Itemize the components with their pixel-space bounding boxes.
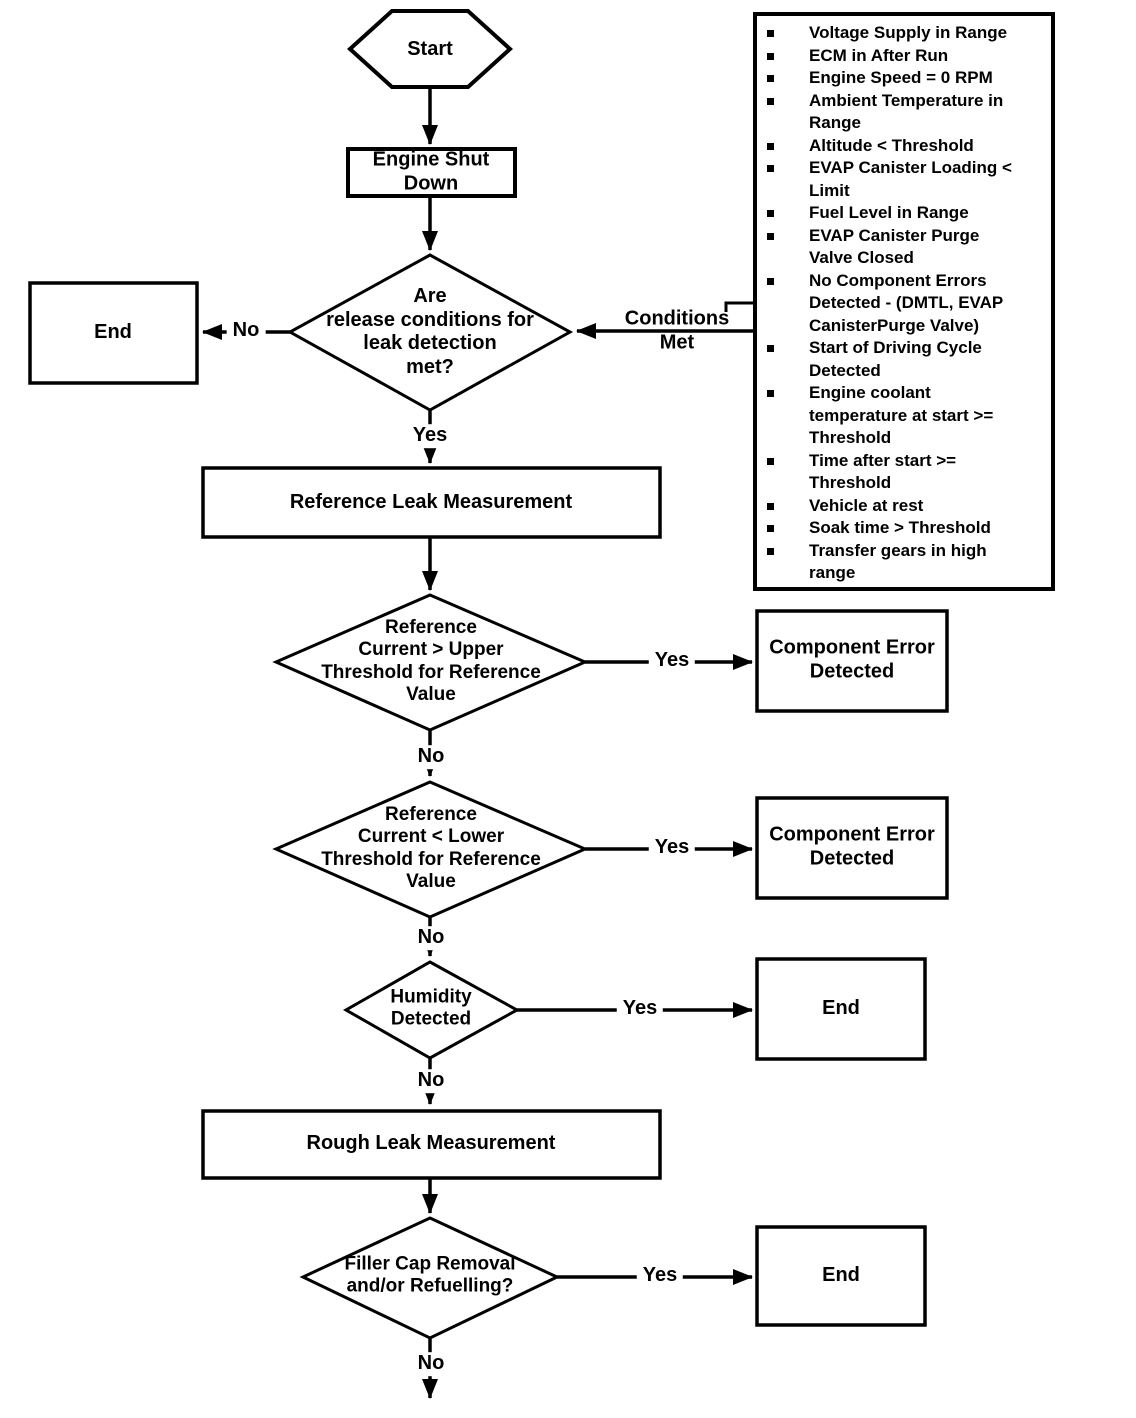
end-filler-node-shape [755, 1225, 927, 1327]
engine-shutdown-node-label: Engine Shut Down [372, 148, 490, 194]
lower-threshold-decision-label: Reference Current < Lower Threshold for … [321, 804, 541, 893]
condition-text: Fuel Level in Range [809, 203, 969, 222]
conditions-box-border [753, 12, 1055, 591]
edge-label-yes-lower: Yes [648, 836, 696, 860]
reference-leak-node-label: Reference Leak Measurement [289, 491, 573, 514]
condition-text: Engine Speed = 0 RPM [809, 68, 993, 87]
condition-text: Soak time > Threshold [809, 518, 991, 537]
end-filler-node-label: End [822, 1264, 860, 1287]
component-error-1-node-label: Component Error Detected [769, 636, 935, 682]
release-conditions-items: Voltage Supply in Range ECM in After Run… [767, 22, 1045, 585]
bullet-icon [767, 547, 774, 555]
condition-text: Start of Driving Cycle Detected [809, 338, 982, 380]
release-conditions-list: Voltage Supply in Range ECM in After Run… [755, 14, 1053, 589]
list-item: Ambient Temperature in Range [767, 90, 1045, 135]
edge-label-no-lower: No [411, 926, 451, 950]
list-item: Soak time > Threshold [767, 517, 1045, 540]
list-item: Transfer gears in high range [767, 540, 1045, 585]
list-item: Engine Speed = 0 RPM [767, 67, 1045, 90]
engine-shutdown-node-shape [346, 147, 517, 198]
end-humidity-node-label: End [822, 997, 860, 1020]
upper-threshold-decision-label: Reference Current > Upper Threshold for … [321, 617, 541, 706]
reference-leak-node-shape [201, 466, 662, 539]
condition-text: Engine coolant temperature at start >= T… [809, 383, 994, 447]
condition-text: Voltage Supply in Range [809, 23, 1008, 42]
bullet-icon [767, 30, 774, 37]
condition-text: Ambient Temperature in Range [809, 90, 1004, 133]
bullet-icon [767, 390, 774, 397]
list-item: EVAP Canister Loading < Limit [767, 157, 1045, 202]
condition-text: EVAP Canister Loading < Limit [809, 158, 1012, 200]
bullet-icon [767, 457, 774, 465]
humidity-decision-label: Humidity Detected [390, 986, 472, 1030]
list-item: ECM in After Run [767, 45, 1045, 68]
edge-label-yes-upper: Yes [648, 649, 696, 673]
condition-text: Vehicle at rest [809, 495, 924, 515]
edge-label-no-upper: No [411, 745, 451, 769]
edge-label-no-humidity: No [411, 1069, 451, 1093]
bullet-icon [767, 502, 774, 510]
bullet-icon [767, 165, 774, 172]
end-humidity-node-shape [755, 957, 927, 1061]
bullet-icon [767, 52, 774, 60]
start-node-label: Start [407, 38, 453, 61]
rough-leak-node-shape [201, 1109, 662, 1180]
release-decision-label: Are release conditions for leak detectio… [326, 284, 534, 378]
list-item: Start of Driving Cycle Detected [767, 337, 1045, 382]
end-left-node-label: End [94, 321, 132, 344]
rough-leak-node-label: Rough Leak Measurement [306, 1132, 556, 1155]
edge-label-no-release: No [226, 319, 266, 343]
bullet-icon [767, 142, 774, 150]
bullet-icon [767, 345, 774, 352]
start-node-shape [347, 9, 513, 89]
bullet-icon [767, 75, 774, 82]
edge-label-yes-release: Yes [406, 424, 454, 448]
list-item: Vehicle at rest [767, 495, 1045, 518]
list-item: Time after start >= Threshold [767, 450, 1045, 495]
bullet-icon [767, 97, 774, 105]
edge-label-conditions-met: Conditions Met [624, 307, 730, 353]
edge-label-yes-humidity: Yes [616, 997, 664, 1021]
condition-text: ECM in After Run [809, 45, 949, 65]
component-error-2-node-label: Component Error Detected [769, 823, 935, 869]
list-item: Altitude < Threshold [767, 135, 1045, 158]
condition-text: Transfer gears in high range [809, 540, 987, 583]
list-item: No Component Errors Detected - (DMTL, EV… [767, 270, 1045, 338]
condition-text: Time after start >= Threshold [809, 450, 957, 493]
condition-text: EVAP Canister Purge Valve Closed [809, 225, 980, 268]
end-left-node-shape [28, 281, 199, 385]
list-item: Fuel Level in Range [767, 202, 1045, 225]
filler-cap-decision-label: Filler Cap Removal and/or Refuelling? [344, 1253, 516, 1297]
bullet-icon [767, 525, 774, 532]
bullet-icon [767, 277, 774, 285]
condition-text: Altitude < Threshold [809, 135, 974, 155]
bullet-icon [767, 232, 774, 240]
component-error-2-node-shape [755, 796, 949, 900]
condition-text: No Component Errors Detected - (DMTL, EV… [809, 270, 1004, 335]
list-item: Voltage Supply in Range [767, 22, 1045, 45]
list-item: Engine coolant temperature at start >= T… [767, 382, 1045, 450]
list-item: EVAP Canister Purge Valve Closed [767, 225, 1045, 270]
edge-label-yes-filler: Yes [636, 1264, 684, 1288]
bullet-icon [767, 210, 774, 217]
conditions-connector-bracket [724, 301, 757, 312]
edge-label-no-filler: No [411, 1352, 451, 1376]
component-error-1-node-shape [755, 609, 949, 713]
